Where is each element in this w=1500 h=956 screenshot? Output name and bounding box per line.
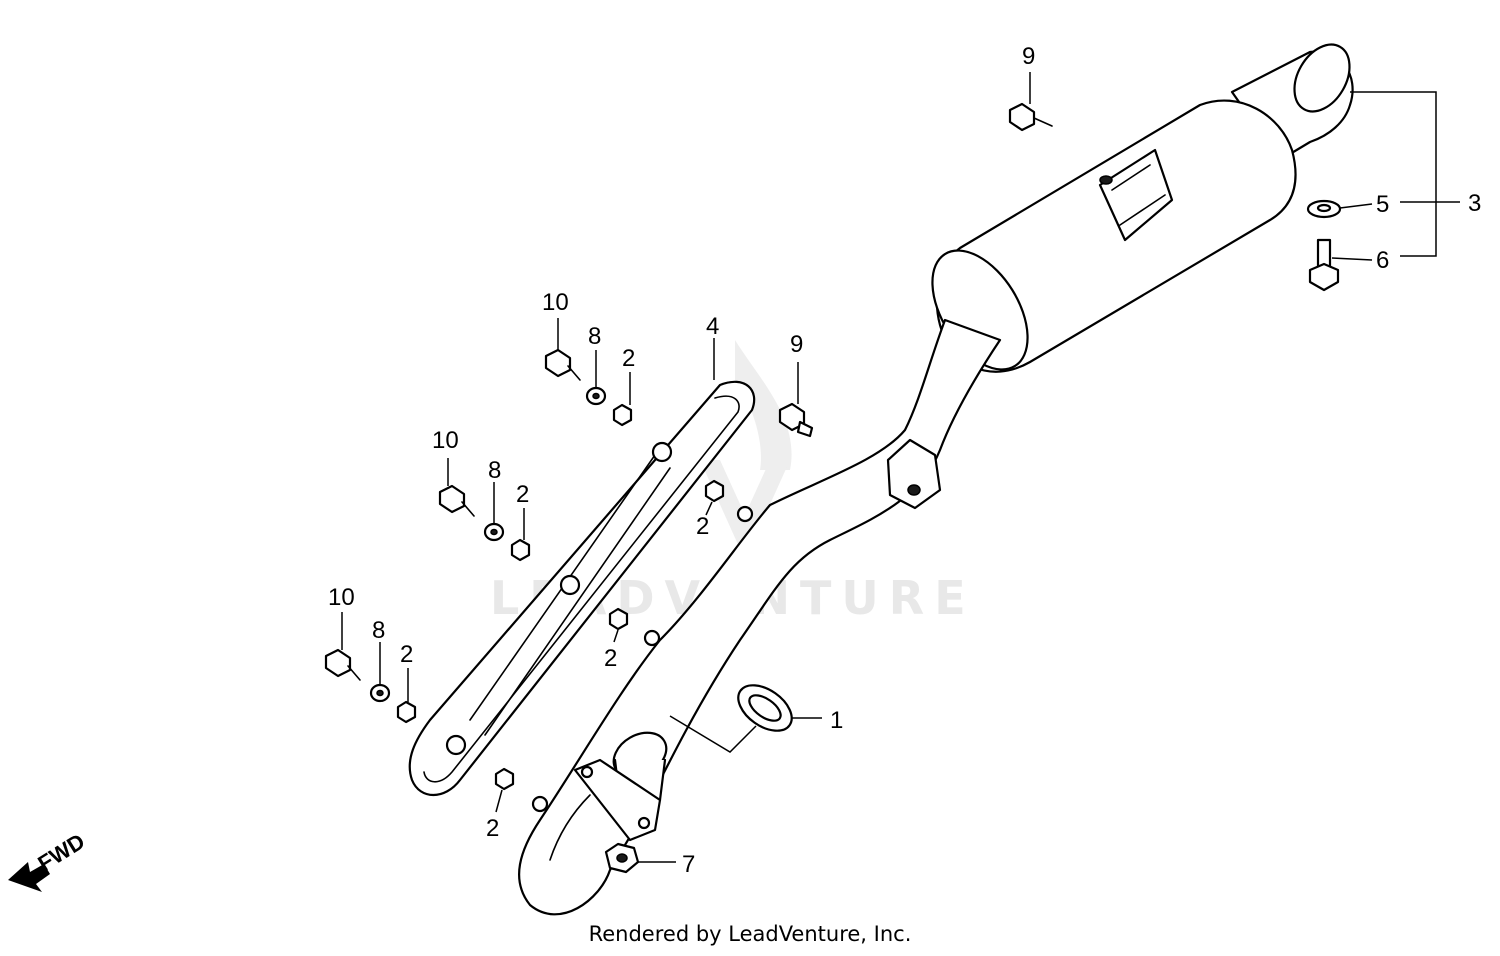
- callout-8-b: 8: [488, 457, 501, 484]
- callout-2-c: 2: [400, 641, 413, 668]
- nut-2-d[interactable]: [704, 479, 725, 503]
- bolt-9-upper[interactable]: [1008, 102, 1053, 132]
- callout-1: 1: [830, 707, 843, 734]
- bolt-10-c[interactable]: [324, 648, 361, 681]
- callout-5: 5: [1376, 191, 1389, 218]
- callout-2-b: 2: [516, 481, 529, 508]
- callout-2-d: 2: [696, 513, 709, 540]
- heat-shield[interactable]: [408, 380, 756, 796]
- nut-2-f[interactable]: [494, 767, 515, 791]
- exhaust-pipe[interactable]: [518, 318, 1002, 916]
- callout-9-lower: 9: [790, 331, 803, 358]
- callout-3: 3: [1468, 190, 1481, 217]
- nut-2-e[interactable]: [608, 607, 629, 631]
- fwd-label: FWD: [33, 828, 89, 876]
- washer-8-c[interactable]: [369, 683, 391, 703]
- forward-arrow-icon: [8, 862, 50, 892]
- callout-10-c: 10: [328, 584, 355, 611]
- callout-2-a: 2: [622, 345, 635, 372]
- nut-2-a[interactable]: [612, 403, 633, 427]
- gasket[interactable]: [730, 676, 800, 740]
- leader-lines: [341, 72, 1460, 863]
- washer-8-a[interactable]: [585, 386, 607, 406]
- nut-2-b[interactable]: [510, 538, 531, 562]
- nut-2-c[interactable]: [396, 700, 417, 724]
- washer-5[interactable]: [1306, 199, 1342, 219]
- callout-8-c: 8: [372, 617, 385, 644]
- callout-10-a: 10: [542, 289, 569, 316]
- bolt-6[interactable]: [1308, 238, 1340, 292]
- callout-4: 4: [706, 313, 719, 340]
- callout-9-upper: 9: [1022, 43, 1035, 70]
- bolt-10-a[interactable]: [544, 348, 581, 381]
- washer-8-b[interactable]: [483, 522, 505, 542]
- callout-10-b: 10: [432, 427, 459, 454]
- bolt-9-lower[interactable]: [778, 402, 814, 438]
- callout-6: 6: [1376, 247, 1389, 274]
- callout-2-e: 2: [604, 645, 617, 672]
- footer-credit: Rendered by LeadVenture, Inc.: [588, 922, 912, 946]
- bolt-10-b[interactable]: [438, 484, 475, 517]
- flange-nut-7[interactable]: [604, 842, 640, 874]
- callout-8-a: 8: [588, 323, 601, 350]
- forward-direction-indicator: FWD: [8, 828, 89, 892]
- callout-2-f: 2: [486, 815, 499, 842]
- callout-7: 7: [682, 851, 695, 878]
